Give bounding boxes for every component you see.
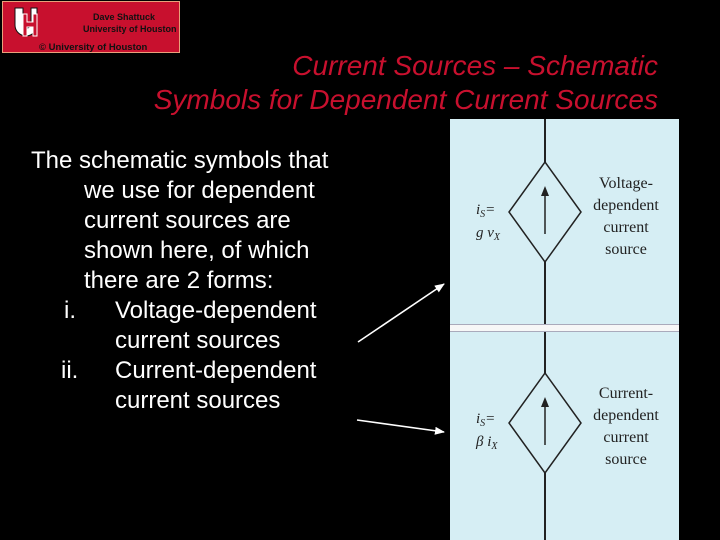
arrow-to-voltage-source bbox=[357, 283, 445, 343]
university-logo: Dave Shattuck University of Houston © Un… bbox=[2, 1, 180, 53]
eq-equals: = bbox=[485, 202, 496, 218]
voltage-source-equation: iS= g vX bbox=[476, 201, 500, 247]
eq-subscript: X bbox=[493, 232, 501, 243]
list-item-text: current sources bbox=[115, 387, 281, 414]
body-paragraph-line: current sources are bbox=[84, 207, 291, 234]
caption-line: dependent bbox=[593, 197, 659, 214]
caption-line: current bbox=[603, 219, 649, 236]
list-item-text: current sources bbox=[115, 327, 281, 354]
eq-symbol: i bbox=[476, 202, 481, 218]
figure-divider bbox=[450, 324, 679, 332]
dependent-source-diamond-icon bbox=[508, 162, 582, 262]
eq-subscript: X bbox=[491, 441, 498, 452]
dependent-source-figure: iS= g vX Voltage- dependent current sour… bbox=[450, 119, 679, 540]
caption-line: dependent bbox=[593, 407, 659, 424]
slide-title-line: Symbols for Dependent Current Sources bbox=[153, 84, 658, 115]
wire-bottom bbox=[544, 473, 546, 540]
eq-subscript: S bbox=[480, 209, 486, 220]
slide-title-line: Current Sources – Schematic bbox=[292, 50, 658, 81]
eq-symbol: i bbox=[476, 411, 481, 427]
body-paragraph-line: there are 2 forms: bbox=[84, 267, 274, 294]
logo-copyright: © University of Houston bbox=[39, 42, 148, 53]
current-source-caption: Current- dependent current source bbox=[578, 383, 674, 471]
eq-symbol: g v bbox=[476, 225, 494, 241]
slide-body: The schematic symbols that we use for de… bbox=[31, 146, 328, 416]
list-item-text: Current-dependent bbox=[115, 357, 317, 384]
list-item-text: Voltage-dependent bbox=[115, 297, 317, 324]
wire-bottom bbox=[544, 262, 546, 324]
caption-line: source bbox=[605, 451, 647, 468]
caption-line: Voltage- bbox=[599, 175, 653, 192]
body-paragraph-line: we use for dependent bbox=[84, 177, 315, 204]
voltage-source-caption: Voltage- dependent current source bbox=[578, 173, 674, 261]
logo-institution: University of Houston bbox=[83, 24, 177, 34]
eq-equals: = bbox=[485, 411, 496, 427]
logo-author-name: Dave Shattuck bbox=[93, 12, 156, 22]
caption-line: current bbox=[603, 429, 649, 446]
uh-monogram-icon bbox=[9, 5, 49, 39]
dependent-source-diamond-icon bbox=[508, 373, 582, 473]
wire-top bbox=[544, 119, 546, 162]
list-item-voltage-dependent: i. Voltage-dependent current sources bbox=[31, 296, 328, 356]
eq-subscript: S bbox=[480, 418, 486, 429]
arrow-to-current-source bbox=[356, 419, 445, 435]
slide-title: Current Sources – Schematic Symbols for … bbox=[154, 49, 658, 117]
current-source-equation: iS= β iX bbox=[476, 410, 498, 456]
caption-line: source bbox=[605, 241, 647, 258]
eq-symbol: β i bbox=[476, 434, 492, 450]
body-paragraph-line: The schematic symbols that bbox=[31, 147, 329, 174]
list-marker: ii. bbox=[61, 357, 79, 384]
wire-top bbox=[544, 332, 546, 373]
list-marker: i. bbox=[64, 297, 76, 324]
caption-line: Current- bbox=[598, 385, 654, 402]
body-paragraph-line: shown here, of which bbox=[84, 237, 310, 264]
list-item-current-dependent: ii. Current-dependent current sources bbox=[31, 356, 328, 416]
